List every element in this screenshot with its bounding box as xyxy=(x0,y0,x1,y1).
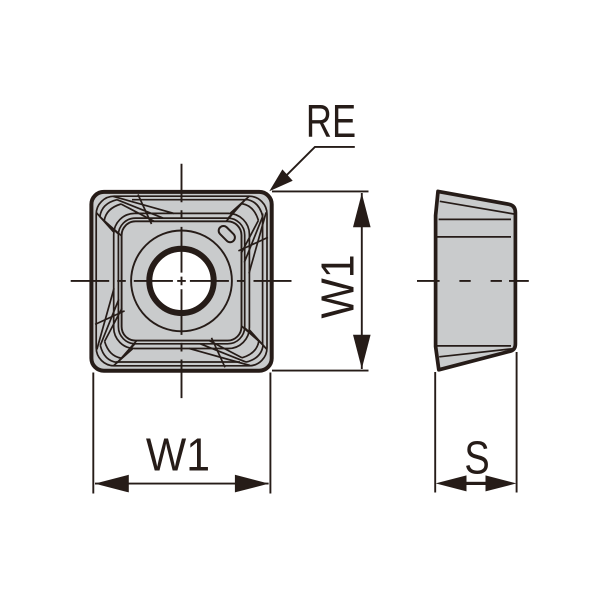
svg-text:RE: RE xyxy=(306,96,356,147)
svg-text:W1: W1 xyxy=(313,254,364,318)
svg-text:S: S xyxy=(464,432,489,483)
svg-text:W1: W1 xyxy=(146,430,210,481)
